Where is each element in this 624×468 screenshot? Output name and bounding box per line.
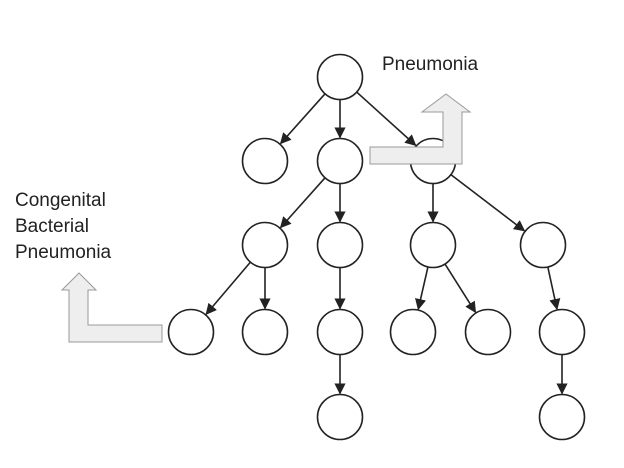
- tree-nodes: [167, 53, 586, 441]
- edge-b4-c6: [547, 266, 561, 311]
- tree-node-a1: [241, 137, 289, 185]
- tree-node-d1: [316, 393, 364, 441]
- tree-node-d2: [538, 393, 586, 441]
- tree-node-c3: [316, 308, 364, 356]
- tree-edges: [205, 91, 568, 395]
- label-line-2: Bacterial: [15, 216, 89, 237]
- tree-node-b3: [409, 221, 457, 269]
- callout-arrows: [60, 93, 472, 343]
- edge-root-a1: [279, 93, 326, 145]
- label-line-1: Congenital: [15, 190, 106, 211]
- congenital-bacterial-pneumonia-label: Congenital Bacterial Pneumonia: [15, 188, 111, 266]
- tree-node-c1: [167, 308, 215, 356]
- tree-node-root: [316, 53, 364, 101]
- edge-a3-b4: [450, 174, 526, 232]
- tree-node-a2: [316, 137, 364, 185]
- edge-b3-c4: [415, 266, 429, 311]
- edge-b3-c5: [444, 263, 477, 314]
- tree-node-b1: [241, 221, 289, 269]
- tree-node-c2: [241, 308, 289, 356]
- edge-a2-b1: [279, 177, 326, 229]
- congenital-callout-arrow: [60, 272, 163, 343]
- tree-node-b2: [316, 221, 364, 269]
- pneumonia-callout-arrow: [369, 93, 472, 165]
- tree-node-c6: [538, 308, 586, 356]
- edge-root-a3: [356, 91, 417, 146]
- label-line-3: Pneumonia: [15, 242, 112, 263]
- tree-node-c5: [464, 308, 512, 356]
- pneumonia-label: Pneumonia: [382, 54, 479, 75]
- tree-node-c4: [389, 308, 437, 356]
- edge-b1-c1: [205, 261, 252, 315]
- tree-node-b4: [519, 221, 567, 269]
